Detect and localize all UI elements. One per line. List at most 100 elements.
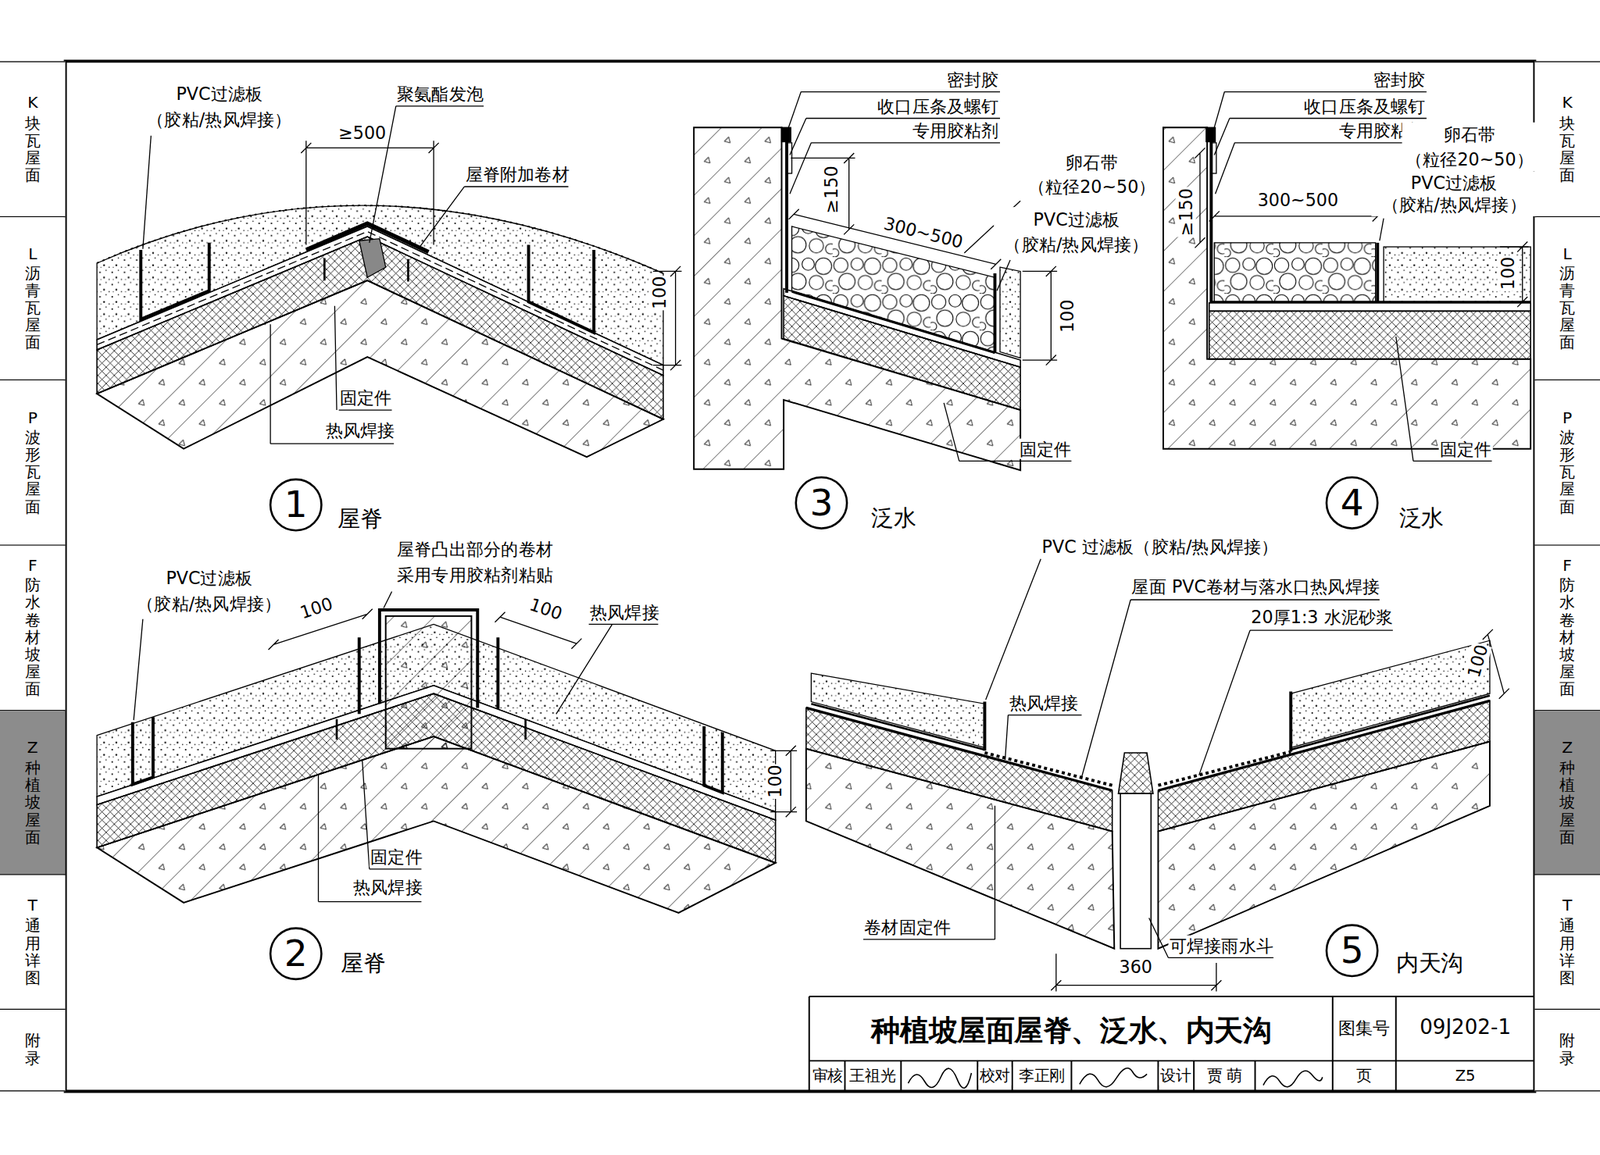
tab-letter: T [28, 896, 38, 916]
annotation-label: 内天沟 [1394, 950, 1465, 978]
annotation-label: 09J202-1 [1418, 1015, 1512, 1040]
tab-title: 附录 [25, 1032, 41, 1068]
annotation-label: 泛水 [870, 505, 918, 533]
ridge-upstand-detail [556, 624, 659, 715]
ridge-detail [528, 244, 595, 333]
tab-title: 防水卷材坡屋面 [1559, 577, 1575, 700]
annotation-label: PVC过滤板 （胶粘/热风焊接） [993, 207, 1160, 258]
tab-letter: K [27, 93, 38, 113]
callout-number: 4 [1340, 484, 1365, 522]
flashing-detail-flat [1209, 303, 1531, 311]
callout-number: 1 [284, 486, 308, 524]
section-tab: 附录 [0, 1010, 66, 1092]
ridge-upstand-detail [494, 612, 582, 650]
sheet-frame [1079, 1068, 1147, 1088]
flashing-detail-sloped [993, 273, 997, 354]
ridge-detail [140, 242, 210, 320]
tab-title: 通用详图 [25, 917, 41, 988]
section-tab: P波形瓦屋面 [0, 380, 66, 547]
annotation-label: 专用胶粘剂 [910, 120, 1000, 141]
annotation-label: 热风焊接 [352, 877, 424, 898]
ridge-upstand-detail [133, 619, 143, 721]
inner-gutter-detail [1005, 715, 1083, 761]
ridge-upstand-detail [96, 736, 776, 914]
section-tab: F防水卷材坡屋面 [0, 546, 66, 712]
flashing-detail-flat [1375, 242, 1379, 304]
inner-gutter-detail [1199, 630, 1393, 775]
annotation-label: 屋面 PVC卷材与落水口热风焊接 [1130, 576, 1381, 597]
annotation-label: 360 [1117, 957, 1154, 978]
tab-title: 波形瓦屋面 [1559, 429, 1575, 517]
ridge-detail [96, 280, 664, 458]
ridge-detail [324, 257, 408, 282]
section-tab: P波形瓦屋面 [1534, 380, 1600, 547]
section-tab: F防水卷材坡屋面 [1534, 546, 1600, 712]
flashing-detail-sloped [781, 127, 791, 142]
inner-gutter-detail [1120, 793, 1151, 950]
annotation-label: 100 [765, 764, 786, 800]
callout-number: 2 [284, 935, 308, 973]
section-tab: K块瓦屋面 [0, 60, 66, 218]
tab-title: 通用详图 [1559, 917, 1575, 988]
annotation-label: 可焊接雨水斗 [1168, 935, 1275, 957]
annotation-label: 图集号 [1337, 1018, 1392, 1040]
section-tab: T通用详图 [0, 875, 66, 1011]
annotation-label: 300~500 [1256, 189, 1340, 211]
inner-gutter-detail [985, 559, 1042, 700]
tab-title: 块瓦屋面 [25, 114, 41, 185]
annotation-label: PVC过滤板 （胶粘/热风焊接） [126, 566, 293, 618]
sheet-frame [65, 60, 1536, 1092]
flashing-detail-sloped [792, 292, 996, 354]
annotation-label: 校对 [978, 1067, 1012, 1086]
annotation-label: 卵石带 （粒径20~50） [1024, 150, 1159, 200]
annotation-label: 固定件 [1439, 439, 1493, 460]
annotation-label: 100 [1057, 298, 1078, 334]
flashing-detail-sloped [693, 127, 1021, 471]
annotation-label: PVC过滤板 （胶粘/热风焊接） [1371, 171, 1537, 216]
annotation-label: 王祖光 [848, 1067, 897, 1086]
tab-letter: T [1562, 896, 1572, 916]
annotation-label: 100 [525, 593, 566, 625]
tab-title: 沥青瓦屋面 [25, 265, 41, 353]
tab-letter: L [1563, 244, 1572, 264]
tab-letter: K [1562, 93, 1573, 113]
flashing-detail-sloped [792, 226, 996, 353]
ridge-upstand-detail [385, 616, 472, 750]
tab-title: 种植坡屋面 [1559, 760, 1575, 847]
ridge-upstand-detail [96, 592, 797, 914]
section-tab: Z 种植坡屋面 [0, 710, 66, 875]
annotation-label: 屋脊凸出部分的卷材 采用专用胶粘剂粘贴 [396, 535, 572, 590]
inner-gutter-detail [1290, 640, 1490, 748]
section-tab: 附录 [1534, 1010, 1600, 1092]
annotation-label: 卵石带 （粒径20~50） [1402, 122, 1537, 172]
section-tab: K块瓦屋面 [1534, 60, 1600, 218]
tab-title: 种植坡屋面 [25, 760, 41, 847]
tab-title: 波形瓦屋面 [25, 429, 41, 517]
annotation-label: 设计 [1159, 1067, 1193, 1086]
tab-letter: L [28, 244, 37, 264]
flashing-detail-sloped [790, 153, 855, 235]
ridge-detail [142, 135, 151, 250]
tab-title: 块瓦屋面 [1559, 114, 1575, 185]
annotation-label: 聚氨酯发泡 [396, 83, 486, 104]
annotation-label: 收口压条及螺钉 [1303, 96, 1427, 117]
ridge-upstand-detail [132, 637, 723, 793]
annotation-label: 固定件 [369, 846, 424, 868]
flashing-detail-sloped [1000, 267, 1021, 358]
annotation-label: 20厚1:3 水泥砂浆 [1250, 607, 1395, 628]
annotation-label: 热风焊接 [324, 420, 396, 441]
section-tab: Z种植坡屋面 [1534, 710, 1600, 875]
annotation-label: 100 [1497, 256, 1518, 292]
annotation-label: 李正刚 [1017, 1067, 1066, 1086]
flashing-detail-flat [1214, 242, 1375, 303]
flashing-detail-sloped [1022, 266, 1058, 366]
annotation-label: 屋脊 [336, 506, 384, 533]
detail-callout: 2 [269, 927, 323, 981]
tab-title: 附录 [1559, 1032, 1575, 1068]
annotation-label: 审核 [810, 1067, 844, 1086]
inner-gutter-detail [984, 692, 1291, 753]
flashing-detail-flat [1209, 310, 1531, 359]
tab-letter: F [1562, 557, 1572, 576]
tab-letter: Z [27, 739, 39, 758]
